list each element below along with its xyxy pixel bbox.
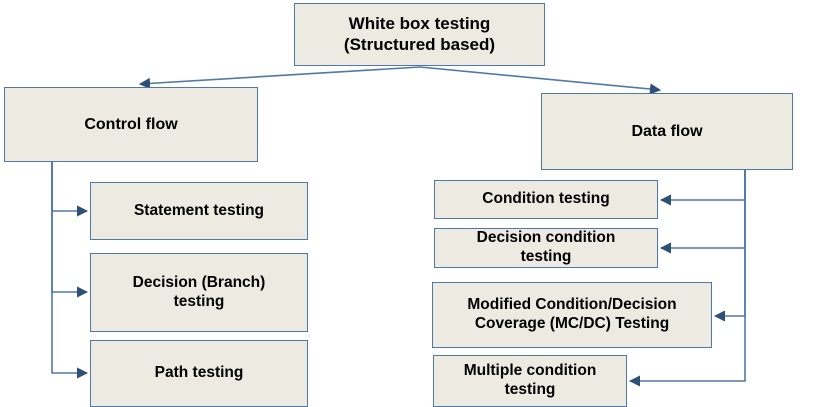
node-control-flow[interactable]: Control flow xyxy=(4,87,258,162)
node-multiple-condition-testing[interactable]: Multiple condition testing xyxy=(433,355,627,407)
edge-dataflow-to-mcdc xyxy=(713,170,746,322)
node-mcdc-testing[interactable]: Modified Condition/Decision Coverage (MC… xyxy=(432,282,712,348)
node-multiple-condition-testing-label: Multiple condition testing xyxy=(463,362,597,398)
node-decision-condition-testing[interactable]: Decision condition testing xyxy=(434,228,658,268)
node-path-testing[interactable]: Path testing xyxy=(90,340,308,407)
edge-control-to-path xyxy=(51,162,89,379)
node-decision-condition-testing-label: Decision condition testing xyxy=(476,229,616,265)
node-data-flow[interactable]: Data flow xyxy=(541,93,793,170)
node-decision-branch-testing-label: Decision (Branch) testing xyxy=(132,273,266,310)
node-decision-branch-testing[interactable]: Decision (Branch) testing xyxy=(90,253,308,332)
edge-control-to-statement xyxy=(51,162,89,217)
edge-control-to-decision xyxy=(51,162,89,298)
node-statement-testing-label: Statement testing xyxy=(133,201,265,219)
node-control-flow-label: Control flow xyxy=(84,115,178,133)
node-white-box-testing-label: White box testing (Structured based) xyxy=(343,13,496,54)
node-data-flow-label: Data flow xyxy=(631,122,703,140)
edge-root-to-control xyxy=(138,66,421,89)
node-mcdc-testing-label: Modified Condition/Decision Coverage (MC… xyxy=(467,296,677,332)
node-white-box-testing[interactable]: White box testing (Structured based) xyxy=(294,3,545,66)
edge-dataflow-to-deccond xyxy=(659,170,746,254)
node-statement-testing[interactable]: Statement testing xyxy=(90,182,308,240)
node-condition-testing-label: Condition testing xyxy=(482,190,610,208)
edge-root-to-dataflow xyxy=(419,66,662,95)
node-condition-testing[interactable]: Condition testing xyxy=(434,180,658,219)
node-path-testing-label: Path testing xyxy=(154,364,244,382)
edge-dataflow-to-condition xyxy=(659,170,746,206)
